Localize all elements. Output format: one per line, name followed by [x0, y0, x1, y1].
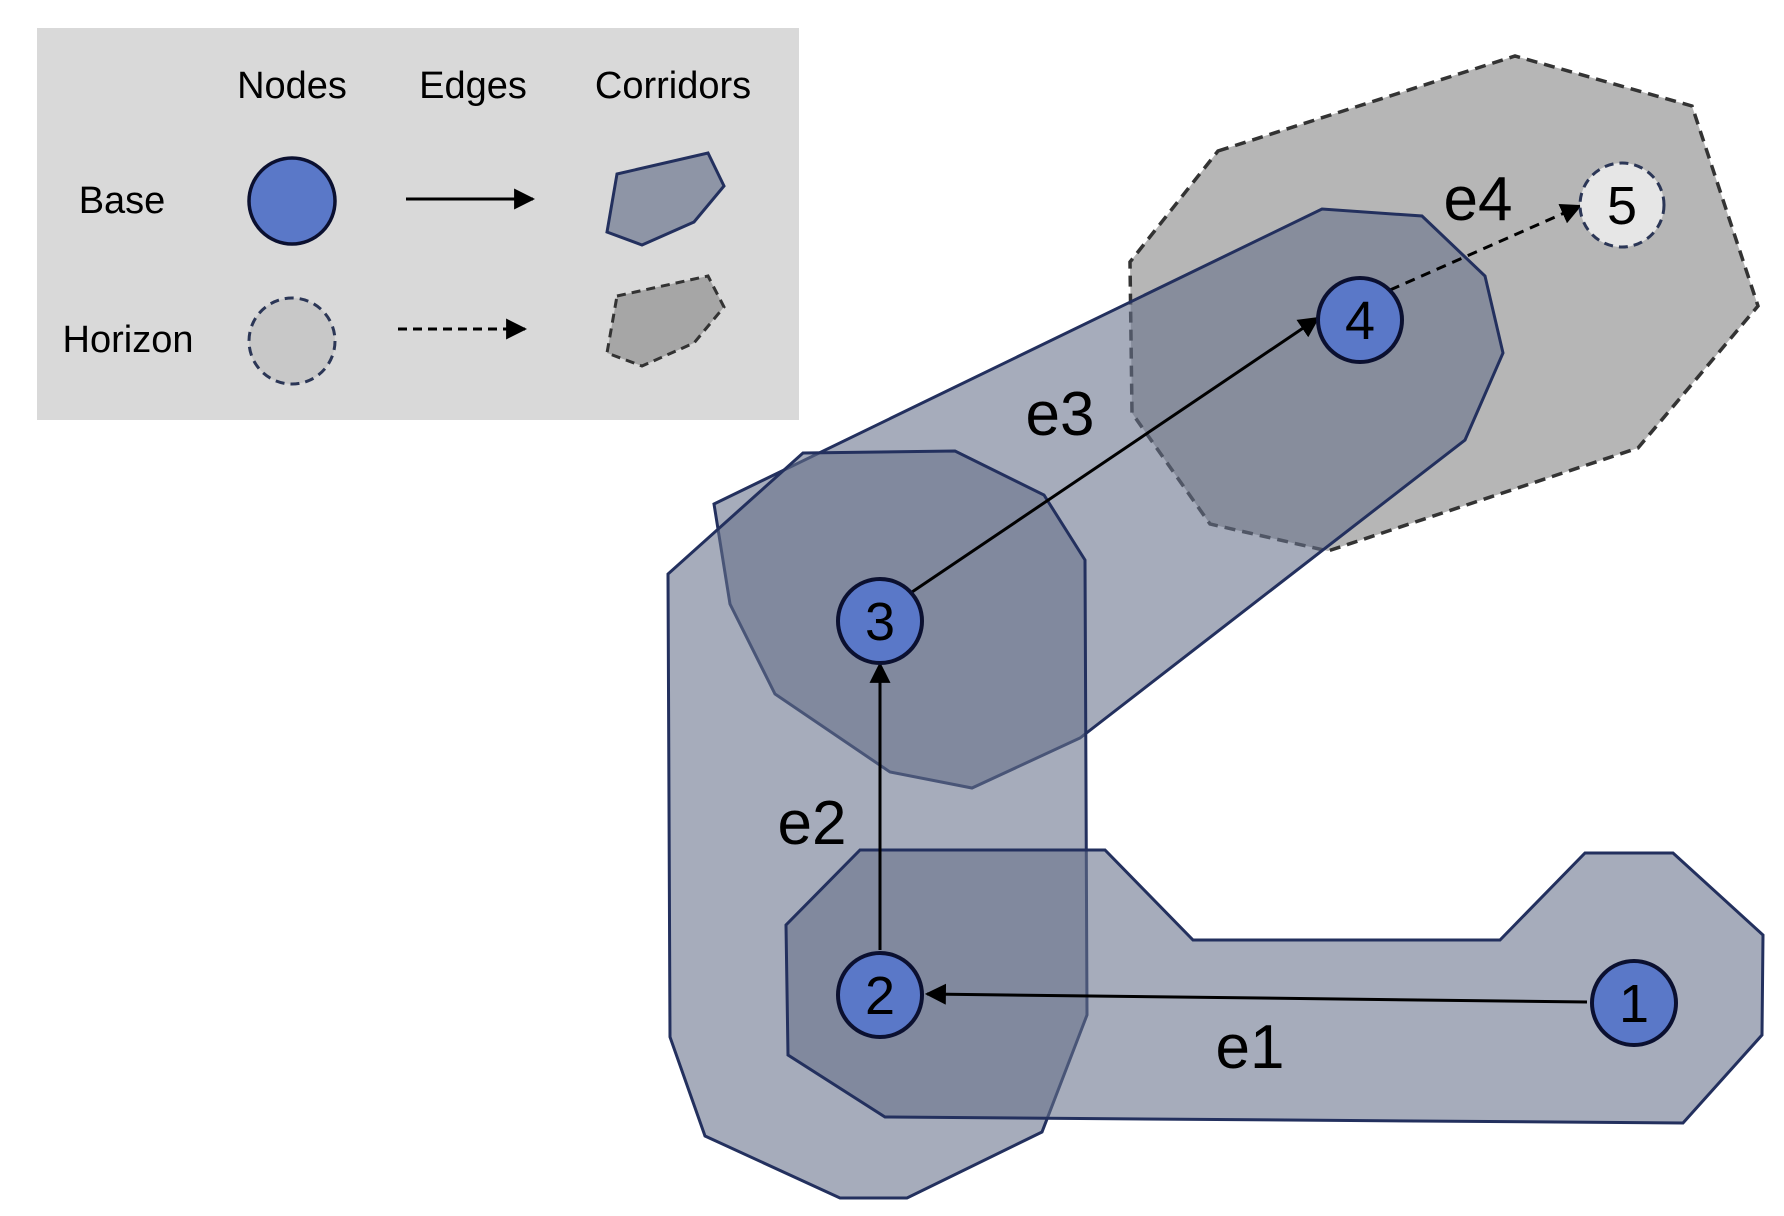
legend-row-base-label: Base: [79, 180, 166, 222]
edge-e1: [924, 983, 1588, 1005]
node-1-circle: [1590, 959, 1678, 1047]
legend-horizon-node-icon: [247, 296, 337, 386]
node-4: 4: [1316, 276, 1404, 364]
node-3: 3: [836, 577, 924, 665]
node-5-label: 5: [1607, 176, 1637, 236]
legend: Nodes Edges Corridors Base Horizon: [37, 28, 799, 420]
edge-e4: [1389, 204, 1582, 292]
node-1-label: 1: [1619, 974, 1649, 1034]
node-2-label: 2: [865, 966, 895, 1026]
node-5: 5: [1578, 161, 1666, 249]
legend-row-horizon-label: Horizon: [63, 319, 194, 361]
edges: [869, 204, 1588, 1005]
edge-label-e4: e4: [1444, 165, 1513, 234]
legend-base-node-icon: [247, 156, 337, 246]
node-1: 1: [1590, 959, 1678, 1047]
nodes: 1 2 3 4 5: [836, 161, 1678, 1047]
legend-base-corridor-icon: [605, 151, 726, 247]
legend-header-nodes: Nodes: [237, 65, 347, 107]
node-4-circle: [1316, 276, 1404, 364]
legend-header-corridors: Corridors: [595, 65, 751, 107]
edge-label-e2: e2: [778, 789, 847, 858]
legend-horizon-corridor-icon: [605, 274, 726, 368]
edge-e3: [911, 316, 1320, 594]
node-3-label: 3: [865, 592, 895, 652]
node-4-label: 4: [1345, 291, 1375, 351]
node-5-circle: [1578, 161, 1666, 249]
legend-header-edges: Edges: [419, 65, 527, 107]
node-2: 2: [836, 951, 924, 1039]
node-3-circle: [836, 577, 924, 665]
corridor-e1: [784, 848, 1765, 1125]
node-2-circle: [836, 951, 924, 1039]
edge-label-e3: e3: [1026, 380, 1095, 449]
edge-labels: e1 e2 e3 e4: [778, 165, 1513, 1082]
edge-label-e1: e1: [1216, 1013, 1285, 1082]
